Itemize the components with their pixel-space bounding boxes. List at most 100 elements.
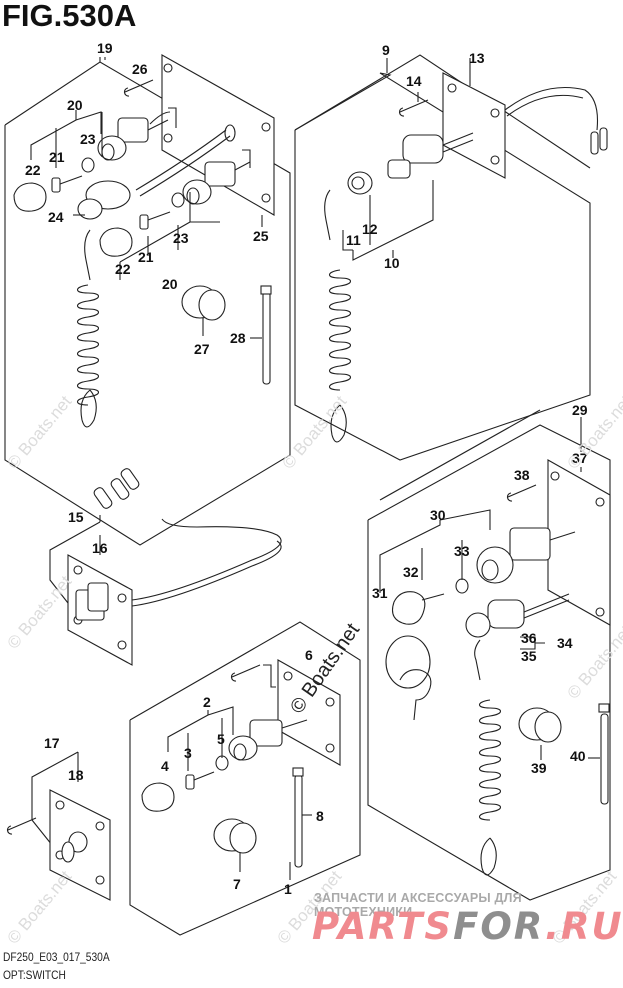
callout-22a: 22 [25, 162, 41, 178]
key-3 [185, 771, 215, 790]
lanyard-coil-29 [474, 639, 502, 876]
group-15-outline [49, 521, 101, 613]
callout-29: 29 [572, 402, 588, 418]
callout-3: 3 [184, 745, 192, 761]
callout-6: 6 [305, 647, 313, 663]
callout-27: 27 [194, 341, 210, 357]
key-21b [139, 211, 171, 230]
trim-cable [131, 518, 282, 601]
mounting-plate-6 [277, 659, 341, 766]
stop-switch-34 [465, 593, 570, 638]
callout-7: 7 [233, 876, 241, 892]
callout-5: 5 [217, 731, 225, 747]
callout-16: 16 [92, 540, 108, 556]
key-cap-22b [99, 227, 133, 257]
group-1-outline [129, 621, 361, 936]
cable-tie-40 [598, 703, 610, 805]
callout-26: 26 [132, 61, 148, 77]
rotary-knob-18 [61, 831, 88, 863]
connector-pair [590, 127, 608, 155]
screw-14 [398, 99, 429, 117]
nut-12 [347, 171, 373, 195]
mounting-plate-37 [547, 459, 611, 626]
callout-21a: 21 [49, 149, 65, 165]
logo-for: FOR [453, 905, 545, 948]
figure-name: OPT:SWITCH [3, 968, 66, 982]
callout-32: 32 [403, 564, 419, 580]
mounting-plate-13 [442, 72, 506, 179]
callout-39: 39 [531, 760, 547, 776]
screw-26 [123, 79, 154, 97]
screw-6 [230, 664, 261, 682]
stop-switch-24 [77, 180, 131, 220]
washer-23a [81, 157, 95, 173]
callout-9: 9 [382, 42, 390, 58]
callout-30: 30 [430, 507, 446, 523]
partsfor-tagline: ЗАПЧАСТИ И АКСЕССУАРЫ ДЛЯ МОТОТЕХНИКИ [314, 891, 522, 919]
washer-5 [215, 755, 229, 771]
callout-2: 2 [203, 694, 211, 710]
callout-25: 25 [253, 228, 269, 244]
callout-35: 35 [521, 648, 537, 664]
screw-38 [506, 484, 537, 502]
key-21a [51, 175, 83, 193]
watermark: © Boats.net [4, 867, 76, 948]
callout-22b: 22 [115, 261, 131, 277]
callout-8: 8 [316, 808, 324, 824]
key-cap-22a [13, 182, 47, 212]
callout-23b: 23 [173, 230, 189, 246]
logo-parts: PARTS [312, 905, 454, 948]
rocker-switch-16 [75, 582, 109, 621]
group-9-outline [294, 72, 591, 461]
partsfor-logo: PARTSFOR.RU [312, 905, 623, 948]
callout-11: 11 [346, 232, 361, 248]
callout-38: 38 [514, 467, 530, 483]
callout-10: 10 [384, 255, 400, 271]
callout-20b: 20 [162, 276, 178, 292]
callout-4: 4 [161, 758, 169, 774]
callout-12: 12 [362, 221, 378, 237]
logo-ru: .RU [544, 905, 623, 948]
callout-14: 14 [406, 73, 422, 89]
key-switch-2 [228, 719, 308, 761]
key-switch-upper [97, 107, 177, 161]
callout-34: 34 [557, 635, 573, 651]
callout-31: 31 [372, 585, 388, 601]
lanyard-coil-19 [76, 229, 100, 428]
callout-28: 28 [230, 330, 246, 346]
watermark: © Boats.net [279, 392, 351, 473]
callout-15: 15 [68, 509, 84, 525]
stop-switch-10 [387, 132, 474, 179]
callout-19: 19 [97, 40, 113, 56]
callout-33: 33 [454, 543, 470, 559]
callout-24: 24 [48, 209, 64, 225]
cable-tie-8 [292, 767, 304, 868]
cover-cap-39 [518, 707, 562, 743]
lanyard-coil-9 [324, 189, 352, 443]
cover-cap-27 [181, 285, 226, 321]
watermark: © Boats.net [4, 392, 76, 473]
mounting-plate-25 [161, 54, 275, 216]
washer-23b [171, 192, 185, 208]
washer-33 [455, 578, 469, 594]
key-cap-4 [141, 782, 175, 812]
callout-17: 17 [44, 735, 60, 751]
watermark: © Boats.net [4, 572, 76, 653]
callout-37: 37 [572, 450, 588, 466]
figure-title: FIG.530A [2, 0, 137, 33]
callout-18: 18 [68, 767, 84, 783]
group-29-outline [367, 424, 611, 901]
trim-connectors [93, 468, 140, 509]
cover-cap-7 [213, 818, 257, 854]
cable-tie-28 [260, 285, 272, 385]
callout-36: 36 [521, 630, 537, 646]
screw-17 [6, 817, 37, 835]
callout-23a: 23 [80, 131, 96, 147]
key-switch-30 [476, 527, 576, 584]
group-17-outline [31, 751, 79, 856]
callout-20a: 20 [67, 97, 83, 113]
callout-21b: 21 [138, 249, 154, 265]
callout-13: 13 [469, 50, 485, 66]
watermark: © Boats.net [564, 622, 623, 703]
